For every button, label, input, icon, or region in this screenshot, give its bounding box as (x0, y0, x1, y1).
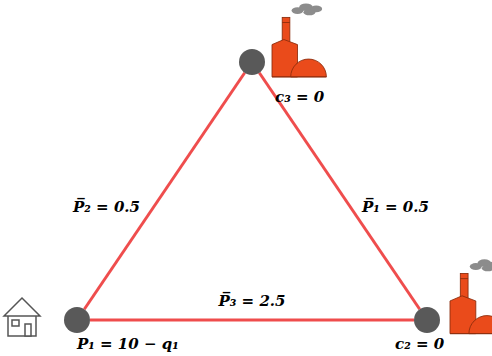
transmission-line (84, 73, 244, 309)
bus-node: c₃ = 0 (239, 49, 265, 75)
bus-node: c₂ = 0 (414, 307, 440, 333)
bus-dot (64, 307, 90, 333)
transmission-line (259, 73, 419, 309)
house-icon (4, 298, 40, 336)
bus-dot (414, 307, 440, 333)
bus-node: P₁ = 10 − q₁ (64, 307, 90, 333)
bus-circle (414, 307, 440, 333)
power-plant-icon (450, 259, 492, 333)
power-plant-icon (272, 3, 326, 77)
line-limit-label: P̅₁ = 0.5 (362, 198, 429, 216)
line-limit-label: P̅₃ = 2.5 (219, 292, 286, 310)
bus-label: P₁ = 10 − q₁ (77, 335, 179, 353)
line-limit-label: P̅₂ = 0.5 (73, 198, 140, 216)
bus-circle (239, 49, 265, 75)
bus-dot (239, 49, 265, 75)
bus-label: c₂ = 0 (395, 335, 444, 353)
transmission-line (90, 319, 414, 322)
bus-label: c₃ = 0 (275, 88, 324, 106)
bus-circle (64, 307, 90, 333)
